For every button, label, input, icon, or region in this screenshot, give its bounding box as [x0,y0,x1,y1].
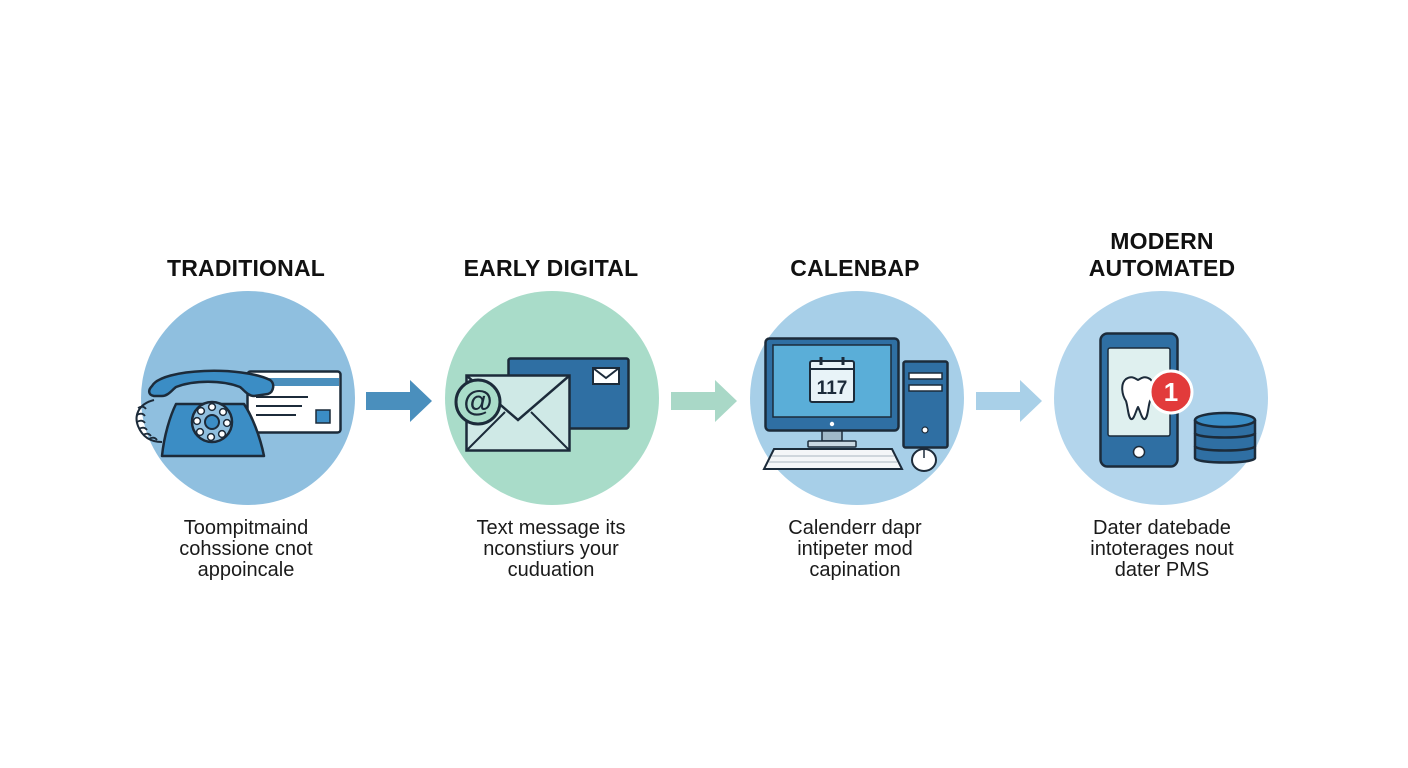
stage-4-title-line: MODERN [1110,228,1214,254]
stage-1-desc-line: appoincale [197,559,295,581]
stage-3-title-line: CALENBAP [790,255,920,281]
tooth-icon [1120,375,1156,421]
stage-4-title-line: AUTOMATED [1088,255,1236,281]
stage-2-title: EARLY DIGITAL [421,255,681,282]
notification-badge-count: 1 [1164,377,1178,407]
stage-3-description: Calenderr dapr intipeter mod capination [725,518,985,581]
stage-2-desc-line: Text message its [476,517,626,539]
mouse-icon [910,447,938,473]
svg-text:@: @ [463,385,492,418]
notification-badge-icon: 1 [1147,368,1195,416]
stage-1-desc-line: Toompitmaind [183,517,309,539]
tower-pc-icon [902,360,950,450]
arrow-right-icon [976,378,1044,424]
stage-4-description: Dater datebade intoterages nout dater PM… [1032,518,1292,581]
stage-4-desc-line: intoterages nout [1090,538,1234,560]
telephone-icon [132,360,282,462]
stage-1-title: TRADITIONAL [116,255,376,282]
stage-2-description: Text message its nconstiurs your cuduati… [421,518,681,581]
stage-4-title: MODERN AUTOMATED [1032,228,1292,282]
calendar-date-text: 117 [817,378,848,399]
keyboard-icon [762,447,904,471]
stage-3-desc-line: Calenderr dapr [788,517,922,539]
email-at-icon: @ [453,377,503,427]
arrow-right-icon [671,378,739,424]
stage-4-desc-line: Dater datebade [1093,517,1231,539]
arrow-right-icon [366,378,434,424]
stage-3-desc-line: intipeter mod [797,538,913,560]
stage-3-desc-line: capination [809,559,901,581]
calendar-icon: 117 [808,356,856,404]
stage-2-desc-line: nconstiurs your [483,538,619,560]
stage-4-desc-line: dater PMS [1114,559,1210,581]
database-icon [1193,410,1257,470]
stage-1-description: Toompitmaind cohssione cnot appoincale [116,518,376,581]
stage-1-title-line: TRADITIONAL [166,255,326,281]
stage-3-title: CALENBAP [725,255,985,282]
stage-1-desc-line: cohssione cnot [179,538,313,560]
stage-2-desc-line: cuduation [507,559,595,581]
stage-2-title-line: EARLY DIGITAL [463,255,639,281]
